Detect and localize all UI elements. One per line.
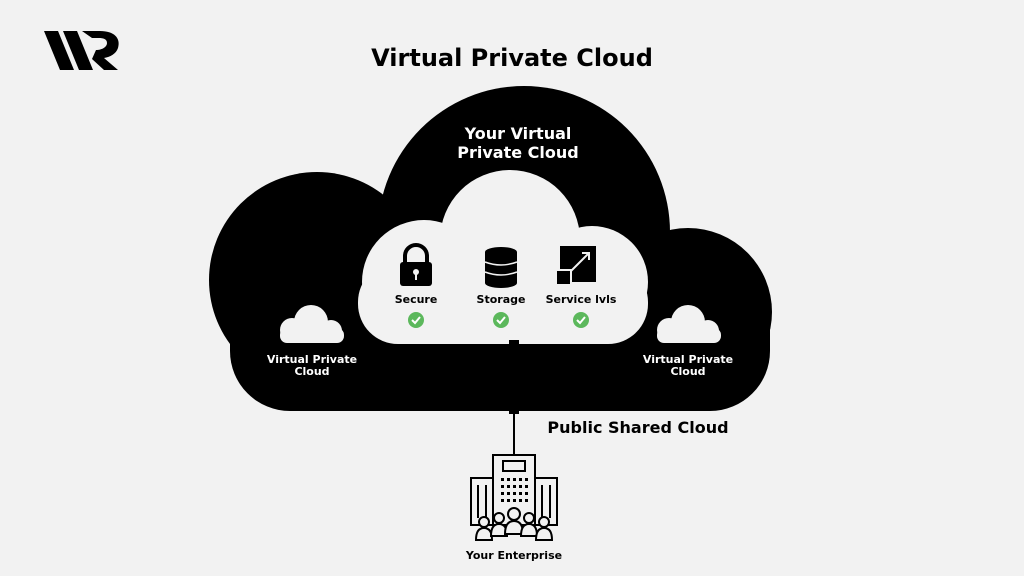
check-circle-icon xyxy=(408,312,424,328)
page-title: Virtual Private Cloud xyxy=(371,44,653,72)
check-circle-icon xyxy=(573,312,589,328)
feature-label-service-lvls: Service lvls xyxy=(546,293,617,306)
private-cloud-label-line1: Your Virtual xyxy=(464,124,572,143)
feature-label-secure: Secure xyxy=(395,293,438,306)
check-circle-icon xyxy=(493,312,509,328)
side-cloud-right-label-line2: Cloud xyxy=(670,365,705,378)
feature-label-storage: Storage xyxy=(477,293,526,306)
enterprise-label: Your Enterprise xyxy=(465,549,562,562)
padlock-icon xyxy=(400,243,432,286)
resize-icon xyxy=(555,246,596,286)
cloud-icon xyxy=(280,305,344,343)
side-cloud-left-label-line1: Virtual Private xyxy=(267,353,357,366)
private-cloud-label-line2: Private Cloud xyxy=(457,143,578,162)
cloud-icon xyxy=(657,305,721,343)
connector-stem xyxy=(513,340,515,455)
side-cloud-left-label-line2: Cloud xyxy=(294,365,329,378)
enterprise-building-icon xyxy=(470,454,558,541)
wr-logo-icon xyxy=(44,31,119,70)
database-icon xyxy=(484,247,518,288)
side-cloud-right-label-line1: Virtual Private xyxy=(643,353,733,366)
public-cloud-label: Public Shared Cloud xyxy=(547,418,728,437)
